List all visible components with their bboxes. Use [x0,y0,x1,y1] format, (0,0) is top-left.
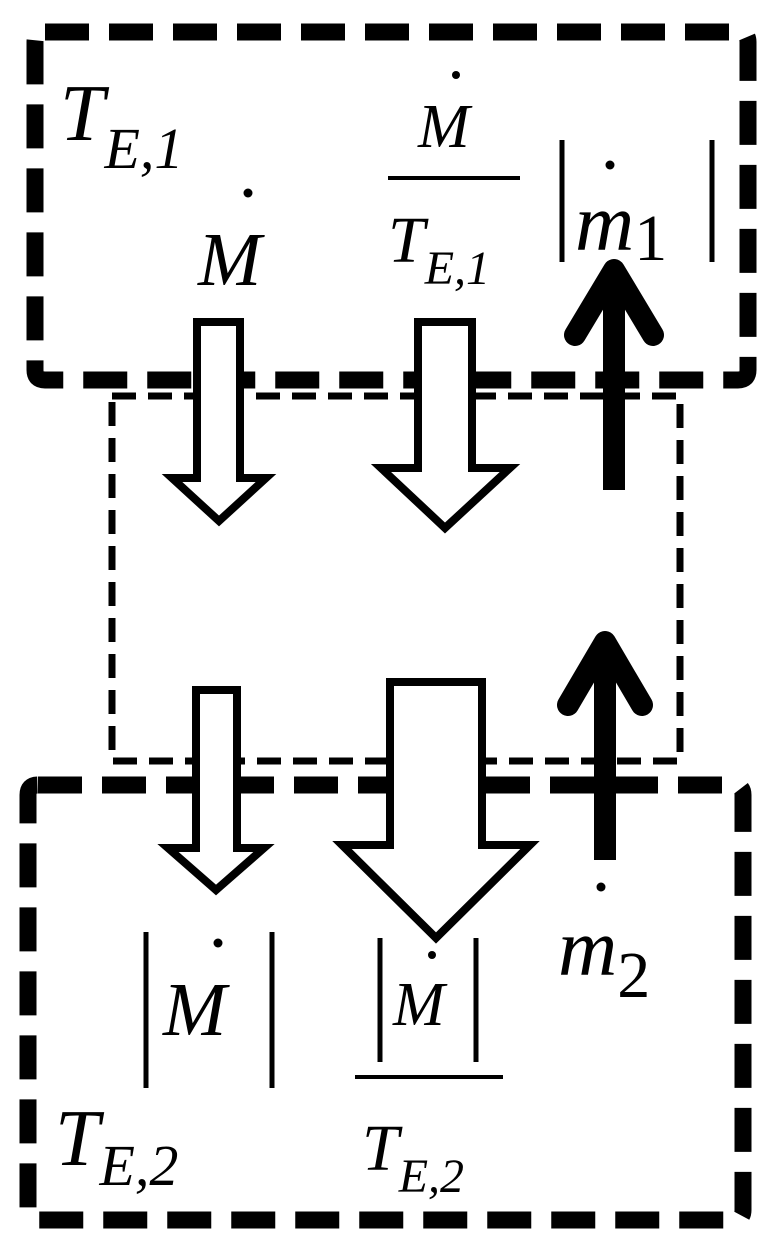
upper-flow-label: M [197,188,265,302]
upper-ratio-arrow [370,318,521,534]
lower-flow-arrow [157,686,275,896]
upper-reservoir-boundary [26,23,757,389]
lower-temp-label: TE,2 [55,1095,178,1198]
lower-ratio-label: M TE,2 [355,938,503,1203]
svg-text:M: M [417,93,473,161]
lower-ratio-dot [428,951,436,959]
lower-mass-label: m2 [558,882,650,1012]
lower-mass-arrow [557,631,653,860]
lower-reservoir-boundary [19,776,752,1229]
upper-flow-dot [243,188,253,198]
upper-ratio-label: M TE,1 [388,71,520,295]
svg-text:M: M [392,971,448,1039]
lower-flow-label: M [143,932,275,1088]
lower-mass-dot [596,882,606,892]
svg-text:m2: m2 [558,902,650,1012]
svg-text:M: M [197,218,265,302]
upper-mass-label: m1 [559,140,715,275]
upper-mass-dot [605,160,615,170]
upper-flow-arrow [161,318,277,527]
lower-flow-dot [213,938,223,948]
upper-temp-label: TE,1 [60,70,183,181]
upper-ratio-dot [452,71,460,79]
svg-text:TE,2: TE,2 [362,1112,464,1203]
svg-text:m1: m1 [575,177,667,275]
upper-mass-arrow [564,259,664,490]
svg-text:TE,1: TE,1 [388,204,490,295]
lower-ratio-arrow [332,678,540,944]
svg-text:M: M [162,968,230,1052]
